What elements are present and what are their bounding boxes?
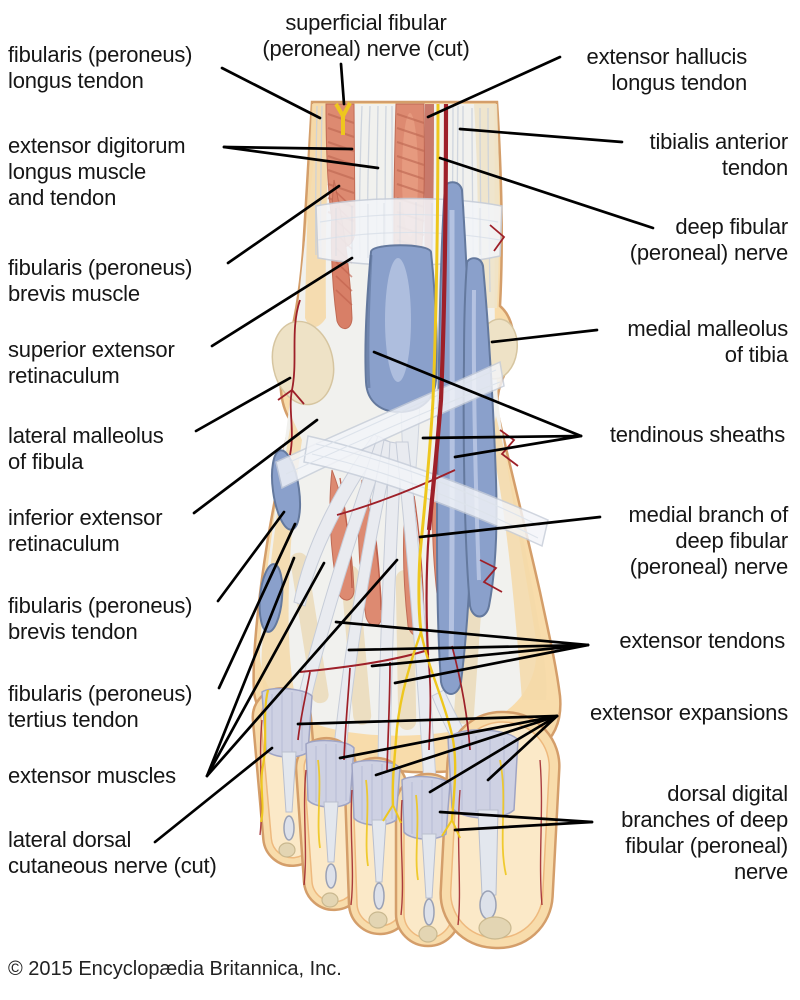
toe-tendons bbox=[281, 751, 499, 899]
label-dorsal-digital-branches-of-deep-fibular-peroneal-nerve: dorsal digital branches of deep fibular … bbox=[621, 781, 788, 884]
label-superficial-fibular-peroneal-nerve-cut: superficial fibular (peroneal) nerve (cu… bbox=[262, 10, 470, 61]
label-fibularis-peroneus-longus-tendon: fibularis (peroneus) longus tendon bbox=[8, 42, 193, 93]
leader-extensor-expansions bbox=[428, 714, 559, 794]
label-medial-malleolus-of-tibia: medial malleolus of tibia bbox=[627, 316, 788, 367]
leader-fibularis-peroneus-brevis-muscle bbox=[226, 184, 341, 265]
leader-extensor-muscles bbox=[205, 556, 296, 778]
leader-tendinous-sheaths bbox=[421, 434, 583, 440]
label-extensor-expansions: extensor expansions bbox=[590, 700, 788, 725]
leader-superior-extensor-retinaculum bbox=[210, 256, 354, 348]
label-extensor-muscles: extensor muscles bbox=[8, 763, 176, 788]
phalanx-bones bbox=[283, 815, 497, 926]
leader-lateral-malleolus-of-fibula bbox=[194, 376, 292, 433]
label-lateral-malleolus-of-fibula: lateral malleolus of fibula bbox=[8, 423, 164, 474]
label-deep-fibular-peroneal-nerve: deep fibular (peroneal) nerve bbox=[629, 214, 788, 265]
lateral-malleolus-bone bbox=[271, 320, 335, 406]
leader-medial-malleolus-of-tibia bbox=[490, 328, 599, 344]
label-extensor-digitorum-longus-muscle-and-tendon: extensor digitorum longus muscle and ten… bbox=[8, 133, 186, 210]
leader-fibularis-peroneus-brevis-tendon bbox=[216, 510, 286, 603]
leader-extensor-tendons bbox=[370, 643, 590, 668]
leader-extensor-tendons bbox=[334, 620, 590, 647]
leader-tendinous-sheaths bbox=[453, 434, 583, 459]
superficial-fibular-nerve-cut-shape bbox=[334, 102, 352, 135]
leader-lines bbox=[153, 55, 655, 844]
leader-medial-branch-of-deep-fibular-peroneal-nerve bbox=[418, 515, 602, 539]
label-tendinous-sheaths: tendinous sheaths bbox=[609, 422, 785, 447]
leader-extensor-muscles bbox=[205, 561, 326, 778]
leader-fibularis-peroneus-tertius-tendon bbox=[217, 522, 297, 690]
label-fibularis-peroneus-brevis-muscle: fibularis (peroneus) brevis muscle bbox=[8, 255, 193, 306]
leader-tendinous-sheaths bbox=[372, 350, 583, 438]
leader-extensor-expansions bbox=[338, 714, 559, 760]
label-fibularis-peroneus-brevis-tendon: fibularis (peroneus) brevis tendon bbox=[8, 593, 193, 644]
leader-dorsal-digital-branches-of-deep-fibular-peroneal-nerve bbox=[453, 820, 594, 832]
leader-dorsal-digital-branches-of-deep-fibular-peroneal-nerve bbox=[438, 810, 594, 824]
leader-lateral-dorsal-cutaneous-nerve-cut bbox=[153, 746, 274, 844]
leader-extensor-expansions bbox=[486, 714, 559, 782]
copyright: © 2015 Encyclopædia Britannica, Inc. bbox=[8, 958, 342, 980]
leader-extensor-digitorum-longus-muscle-and-tendon bbox=[222, 145, 354, 151]
leader-extensor-muscles bbox=[205, 558, 399, 778]
leader-superficial-fibular-peroneal-nerve-cut bbox=[339, 62, 346, 106]
label-lateral-dorsal-cutaneous-nerve-cut: lateral dorsal cutaneous nerve (cut) bbox=[8, 827, 217, 878]
label-fibularis-peroneus-tertius-tendon: fibularis (peroneus) tertius tendon bbox=[8, 681, 193, 732]
leader-tibialis-anterior-tendon bbox=[458, 127, 624, 144]
label-superior-extensor-retinaculum: superior extensor retinaculum bbox=[8, 337, 175, 388]
leader-extensor-expansions bbox=[296, 714, 559, 726]
extensor-expansions-shapes bbox=[261, 687, 519, 840]
leader-extensor-digitorum-longus-muscle-and-tendon bbox=[222, 145, 380, 170]
leader-extensor-hallucis-longus-tendon bbox=[426, 55, 562, 119]
leader-extensor-expansions bbox=[374, 714, 559, 777]
leader-fibularis-peroneus-longus-tendon bbox=[220, 66, 322, 120]
label-extensor-hallucis-longus-tendon: extensor hallucis longus tendon bbox=[586, 44, 748, 95]
label-extensor-tendons: extensor tendons bbox=[619, 628, 785, 653]
leader-extensor-tendons bbox=[347, 643, 590, 652]
leader-inferior-extensor-retinaculum bbox=[192, 418, 319, 515]
leader-extensor-tendons bbox=[393, 643, 590, 685]
leader-deep-fibular-peroneal-nerve bbox=[438, 156, 655, 230]
label-tibialis-anterior-tendon: tibialis anterior tendon bbox=[649, 129, 789, 180]
label-inferior-extensor-retinaculum: inferior extensor retinaculum bbox=[8, 505, 163, 556]
toe-tip-bones bbox=[278, 842, 512, 943]
label-medial-branch-of-deep-fibular-peroneal-nerve: medial branch of deep fibular (peroneal)… bbox=[628, 502, 789, 579]
deep-fibular-nerve-shape bbox=[417, 103, 440, 633]
